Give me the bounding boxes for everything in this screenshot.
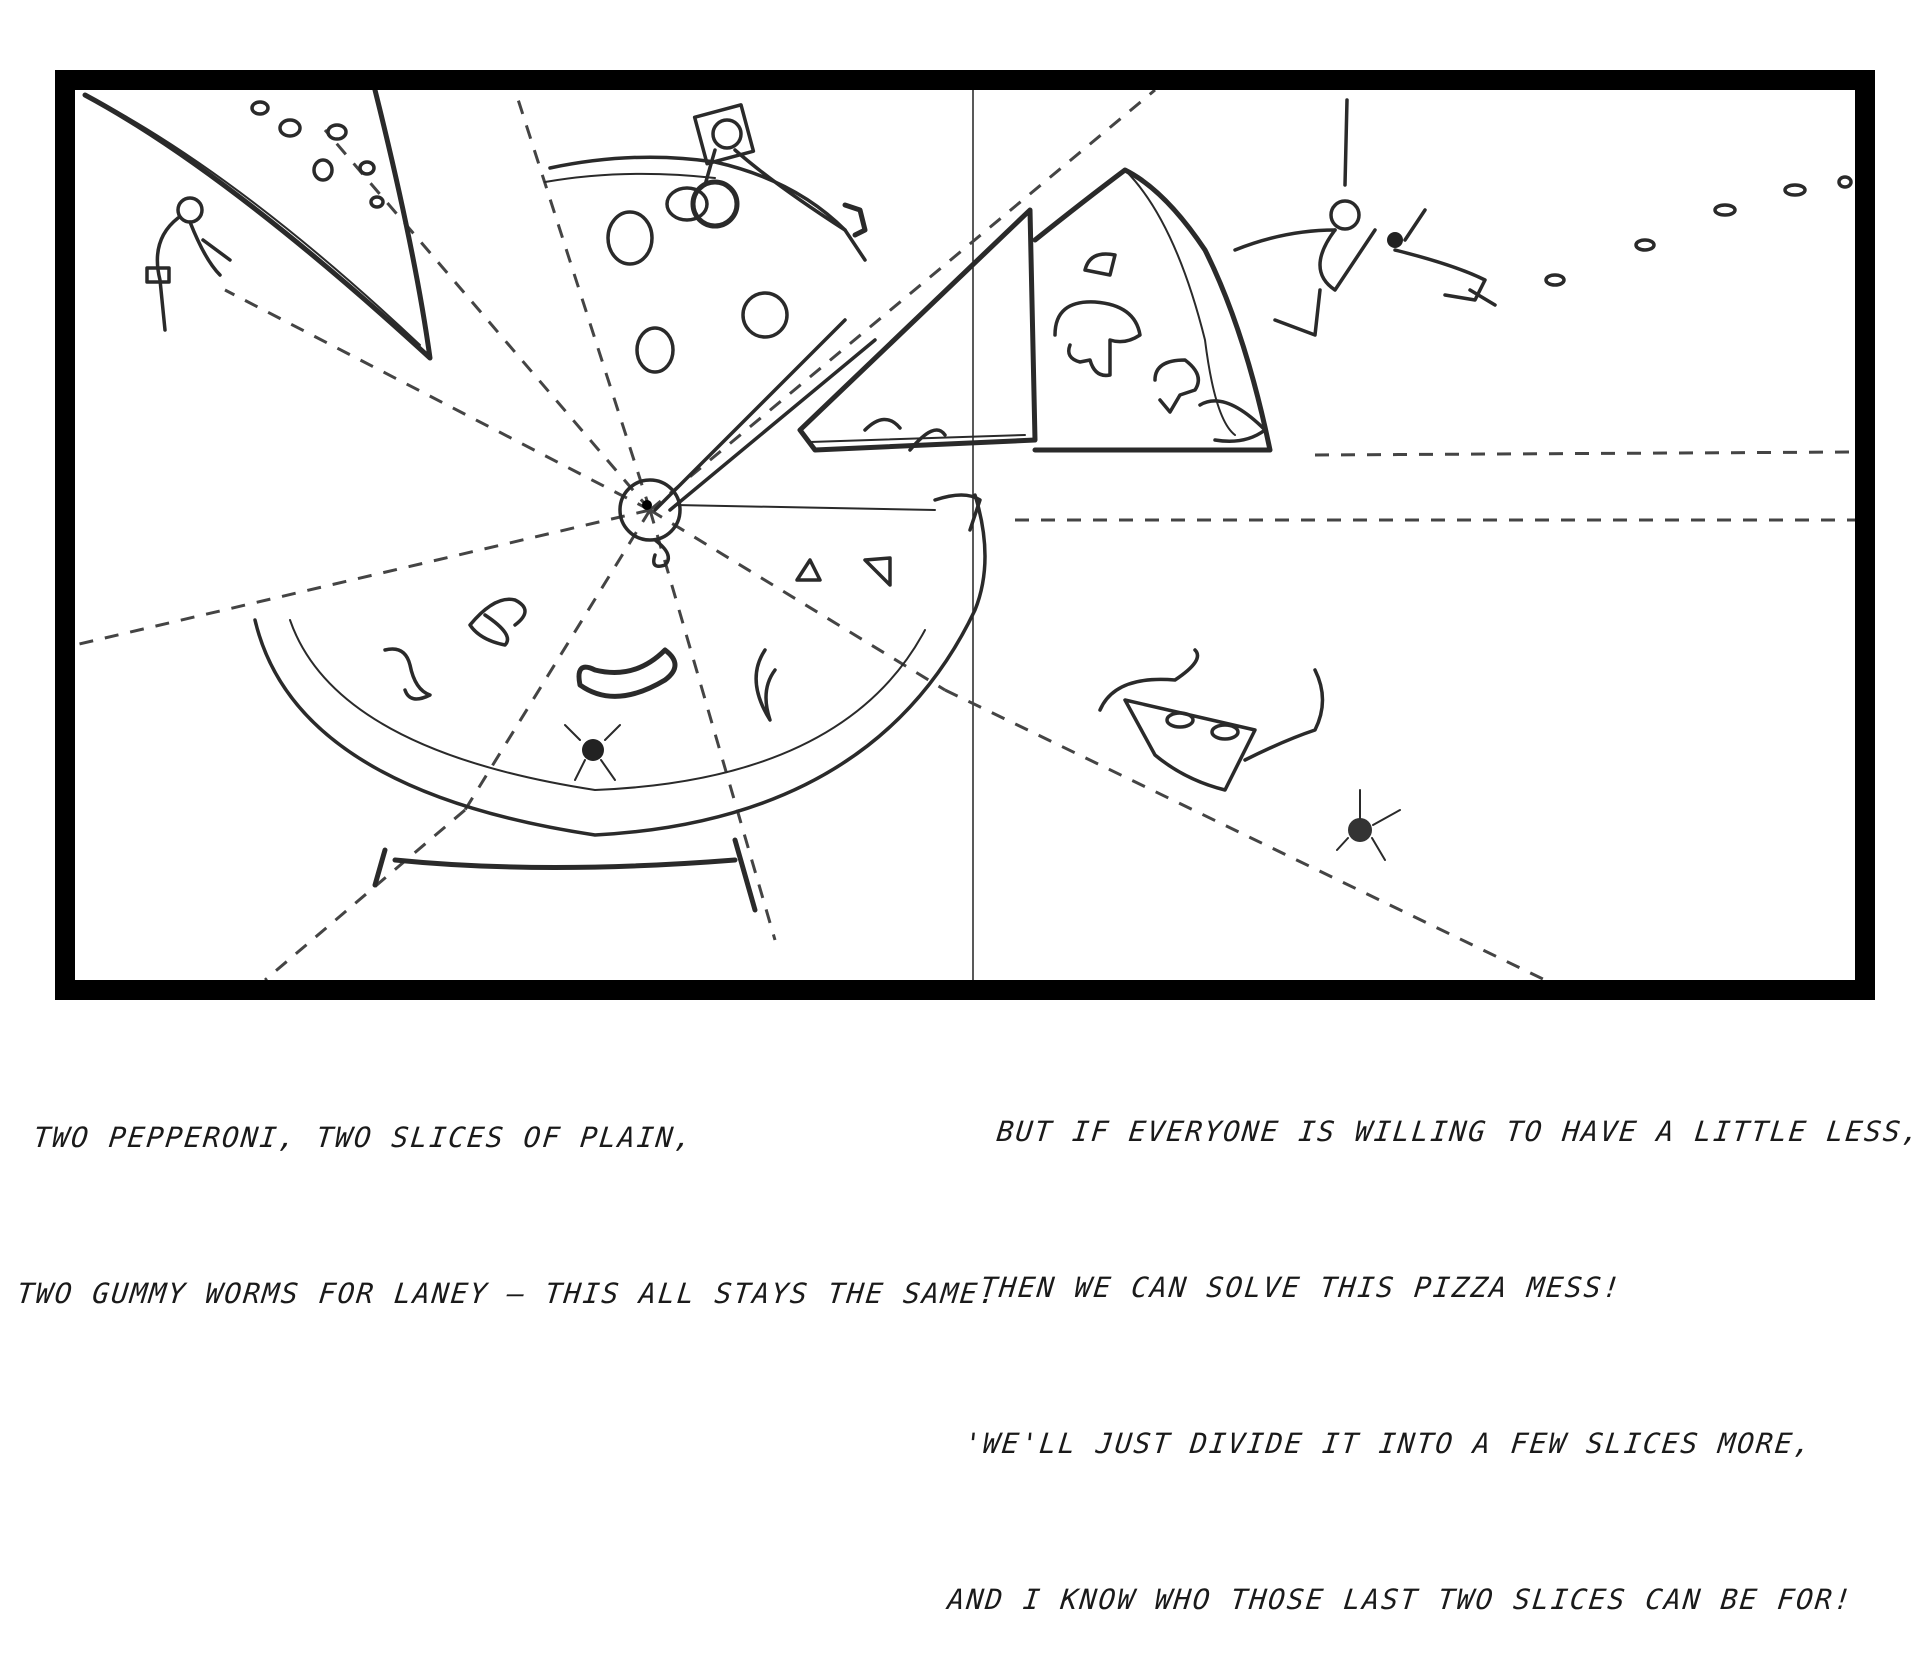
- figure-running-right: [1233, 98, 1497, 337]
- pulled-slice: [653, 207, 1038, 512]
- storyboard-spread-frame: [55, 70, 1875, 1000]
- motion-trail: [1544, 175, 1853, 287]
- caption-left-line-2: TWO GUMMY WORMS FOR LANEY — THIS ALL STA…: [15, 1277, 1000, 1310]
- caption-right-line-4: AND I KNOW WHO THOSE LAST TWO SLICES CAN…: [945, 1583, 1855, 1616]
- main-pizza-lower: [253, 493, 987, 913]
- caption-right-line-1: BUT IF EVERYONE IS WILLING TO HAVE A LIT…: [995, 1115, 1920, 1148]
- caption-right-line-3: 'WE'LL JUST DIVIDE IT INTO A FEW SLICES …: [962, 1427, 1815, 1460]
- main-pizza-upper: [544, 103, 868, 374]
- pepperoni-slice-top-left: [82, 90, 433, 361]
- caption-left-page: TWO PEPPERONI, TWO SLICES OF PLAIN, TWO …: [9, 1008, 1028, 1372]
- figure-top-left: [145, 196, 232, 332]
- pizza-sketch-illustration: [75, 90, 1855, 980]
- mushroom-slice: [908, 167, 1273, 453]
- pizza-center: [618, 478, 682, 568]
- caption-right-line-2: THEN WE CAN SOLVE THIS PIZZA MESS!: [978, 1271, 1624, 1304]
- caption-left-line-1: TWO PEPPERONI, TWO SLICES OF PLAIN,: [31, 1121, 696, 1154]
- slice-division-lines: [75, 90, 1855, 980]
- caption-right-page: BUT IF EVERYONE IS WILLING TO HAVE A LIT…: [939, 1002, 1920, 1678]
- small-slice-lower-right: [1098, 648, 1401, 861]
